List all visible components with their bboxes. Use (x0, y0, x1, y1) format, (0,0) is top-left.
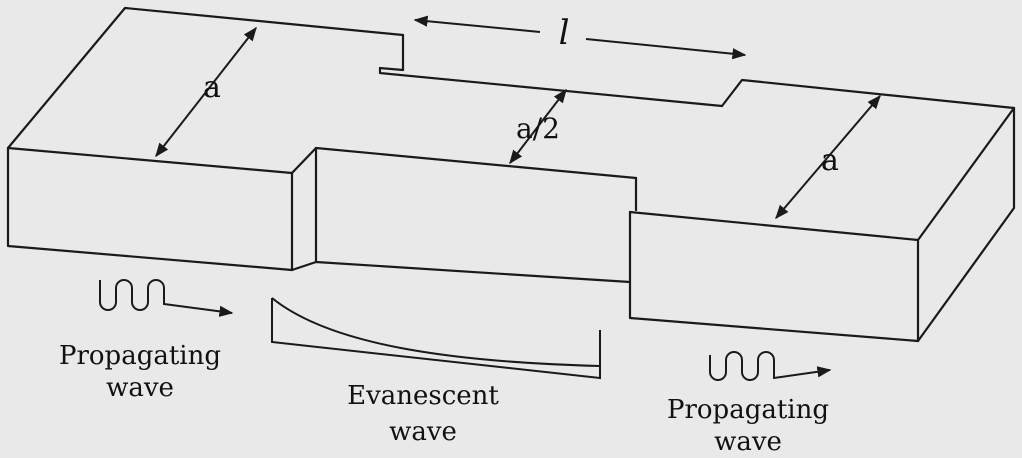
output-wave-caption-line1: Propagating (667, 395, 829, 425)
dimension-a-half-label: a/2 (516, 112, 560, 145)
evanescent-caption-line2: wave (389, 417, 457, 447)
evanescent-wave-icon (271, 297, 601, 380)
dimension-a-left-label: a (203, 70, 221, 105)
input-wave-caption-line1: Propagating (59, 341, 221, 371)
input-wave-caption-line2: wave (106, 373, 174, 403)
dimension-a-left-arrow (155, 26, 257, 158)
output-wave-caption-line2: wave (714, 427, 782, 457)
dimension-a-half-arrow (509, 88, 567, 165)
output-propagating-wave-icon (709, 351, 832, 381)
dimension-l-arrow-left (413, 15, 541, 33)
left-waveguide-section (6, 6, 405, 272)
dimension-l-arrow-right (585, 38, 747, 60)
dimension-a-right-label: a (821, 143, 839, 178)
evanescent-caption-line1: Evanescent (347, 381, 499, 411)
dimension-l-label: l (559, 13, 570, 53)
input-propagating-wave-icon (99, 279, 234, 317)
dimension-a-right-arrow (775, 94, 881, 220)
narrow-waveguide-section (290, 66, 724, 284)
right-waveguide-section (628, 78, 1016, 343)
